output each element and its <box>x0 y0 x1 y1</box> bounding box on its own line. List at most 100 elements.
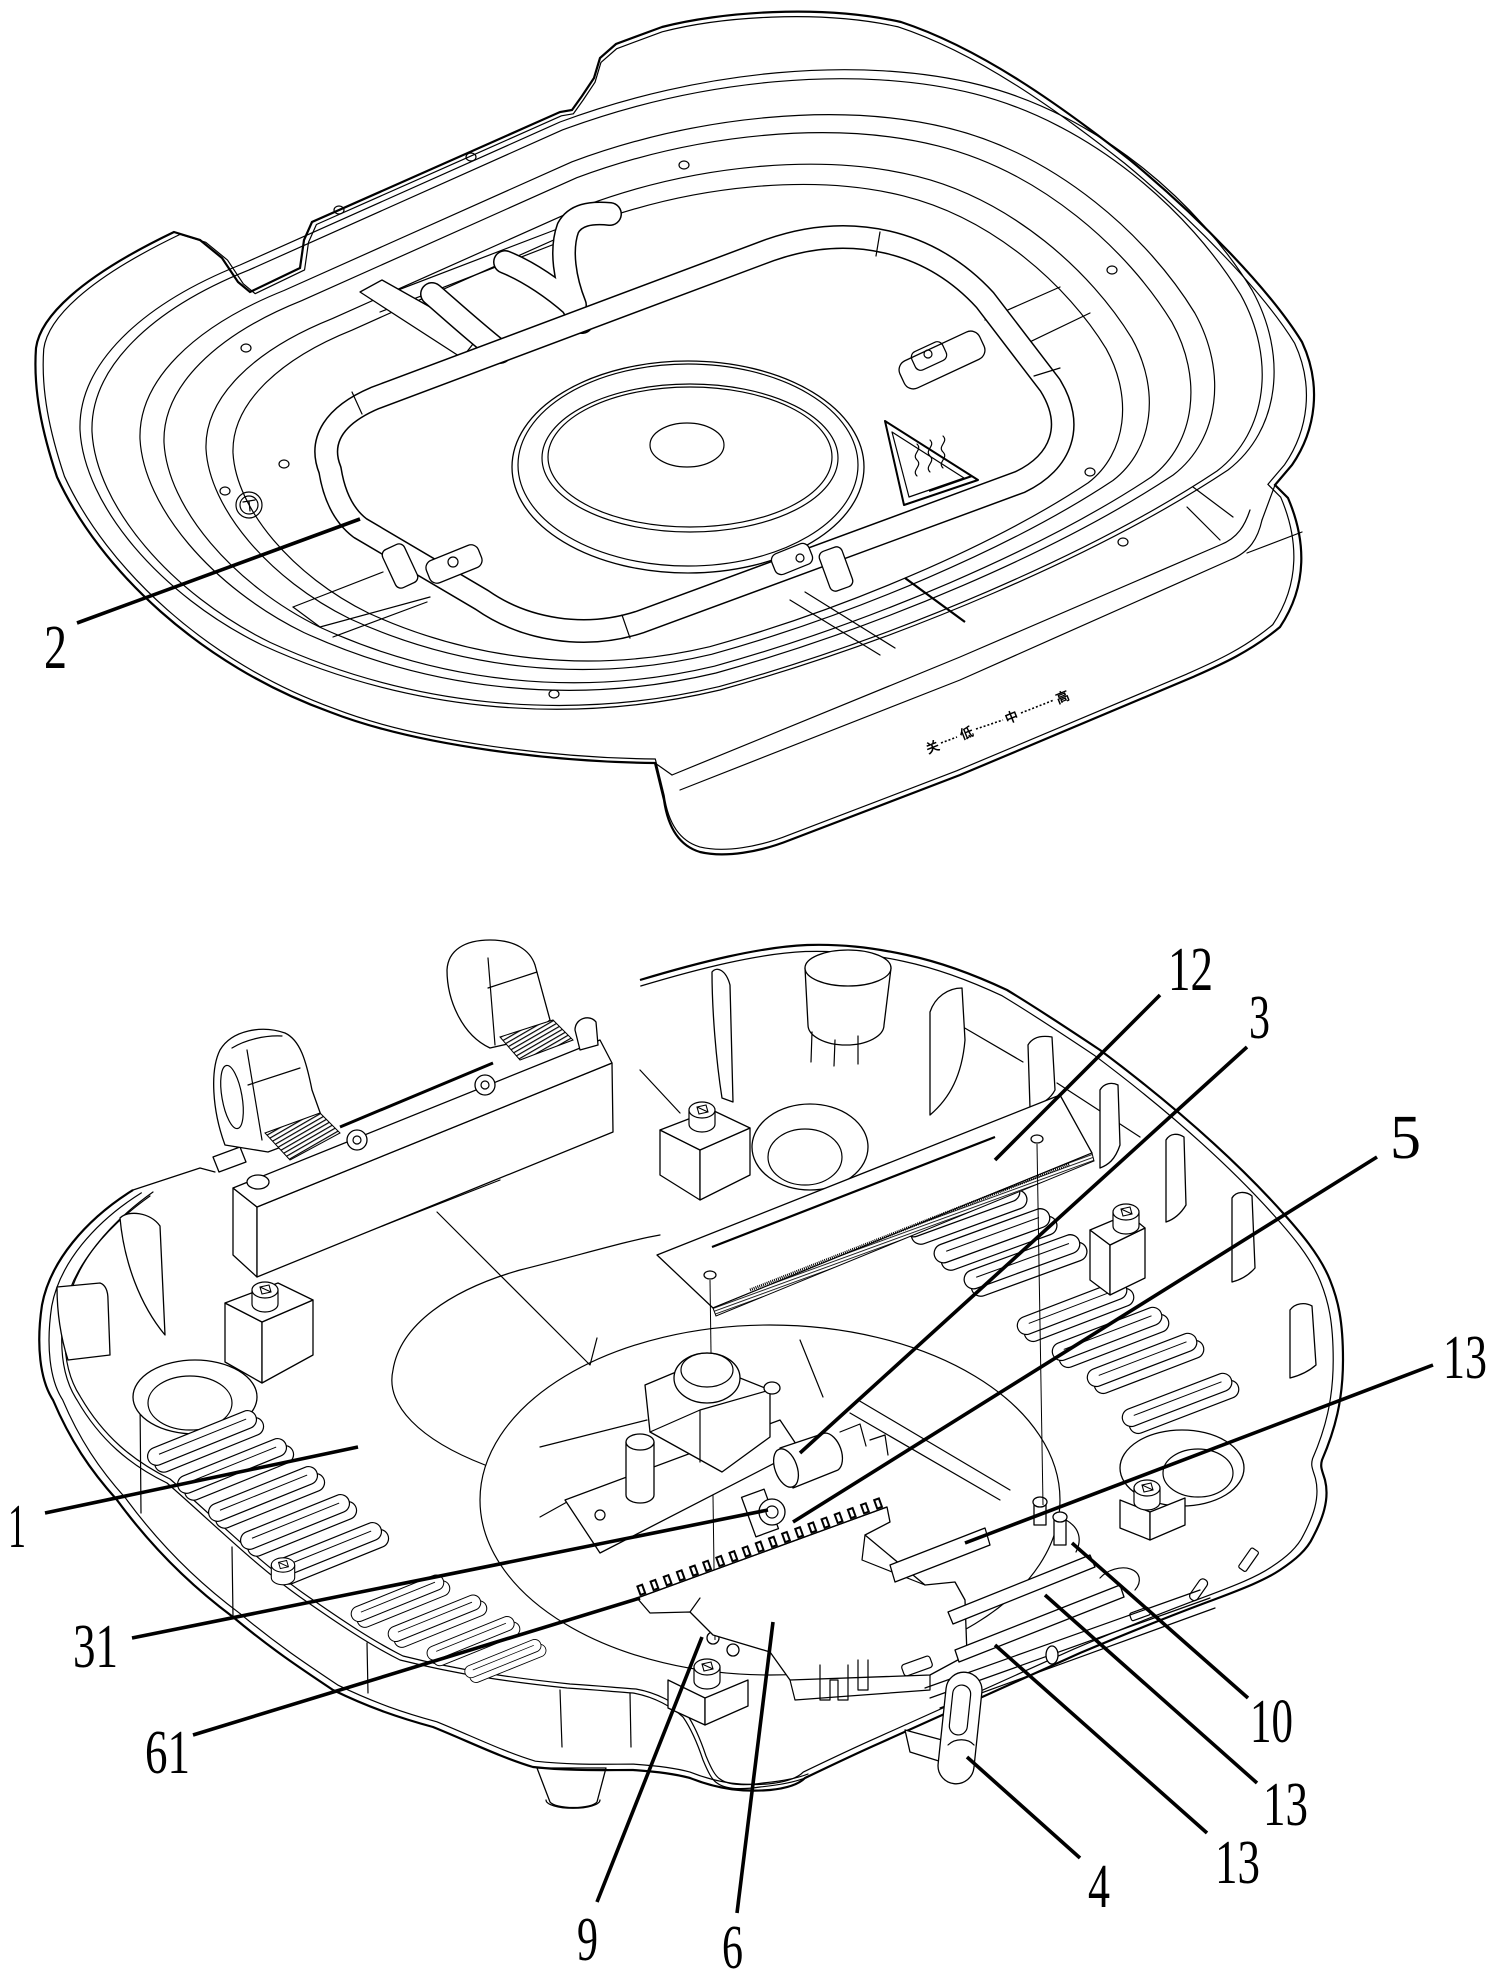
lid-frame-rails <box>292 227 1091 656</box>
boss-pins <box>810 1031 859 1067</box>
ring-edges <box>487 957 538 1046</box>
post-right-front <box>1119 1479 1186 1541</box>
wall-tab <box>1165 1133 1187 1223</box>
callout-2: 2 <box>44 614 67 682</box>
center-disc <box>511 360 865 574</box>
bar-screw-center <box>352 1135 362 1145</box>
floor-plate-notch <box>436 1211 598 1366</box>
callout-31: 31 <box>73 1613 118 1681</box>
slider-clip <box>857 1659 869 1691</box>
scale-high: 高 <box>1054 688 1072 708</box>
bar-screw <box>246 1174 270 1190</box>
handle-top-edge-inner <box>671 509 1251 776</box>
screw-posts <box>224 1101 1186 1726</box>
hole <box>678 160 690 170</box>
recess-back <box>751 1103 869 1191</box>
screw-head <box>239 495 259 515</box>
leader-line-6 <box>735 1621 775 1914</box>
hole <box>1117 537 1129 547</box>
rail-bar <box>954 1584 1125 1663</box>
foot-body <box>536 1767 607 1809</box>
leader-line-13-top <box>964 1363 1434 1545</box>
callout-6: 6 <box>722 1914 743 1977</box>
rail-groove <box>904 577 966 623</box>
hole <box>1106 265 1118 275</box>
callout-3: 3 <box>1249 984 1270 1052</box>
leader-line-10 <box>1070 1541 1250 1700</box>
callout-12: 12 <box>1168 936 1213 1004</box>
hole <box>548 689 560 699</box>
leader-line-2 <box>76 517 361 625</box>
slider-slot <box>901 1655 933 1677</box>
wall-division <box>629 1692 632 1748</box>
loop-body <box>937 1671 983 1785</box>
bar-bracket <box>212 1146 247 1173</box>
foot <box>536 1767 607 1809</box>
handle-ring-right <box>446 939 551 1049</box>
wall-division <box>366 1642 369 1694</box>
rail-line <box>804 591 896 649</box>
axis-line <box>1036 1143 1044 1506</box>
boss-top <box>804 949 892 987</box>
board-edge-hatched <box>712 1152 1095 1317</box>
board-pad-strip <box>749 1162 1071 1292</box>
hole <box>219 486 231 496</box>
screw-icon <box>251 1281 279 1313</box>
board-hole <box>703 1270 717 1280</box>
screw-mark <box>242 499 256 512</box>
wall-tab <box>1099 1082 1121 1169</box>
slider-clip <box>819 1664 849 1701</box>
heat-waves-icon <box>914 435 946 477</box>
tube-riser <box>553 202 621 316</box>
rear-handle-bar <box>212 939 614 1278</box>
wall-division <box>559 1689 563 1748</box>
rail-pin <box>1045 1645 1059 1665</box>
post-face <box>704 1679 749 1726</box>
post-center-back <box>659 1101 751 1201</box>
foot-recesses <box>132 1103 1245 1507</box>
part-10-posts <box>1032 1496 1080 1553</box>
post-10 <box>1053 1517 1067 1546</box>
callout-1: 1 <box>8 1493 26 1561</box>
disc-outer-lip <box>517 363 859 567</box>
boss-body <box>804 967 892 1046</box>
hole <box>465 152 477 162</box>
hole <box>240 343 252 353</box>
screw-icon <box>270 1557 296 1586</box>
rail-line <box>292 596 431 628</box>
hole <box>278 459 290 469</box>
plate-post <box>625 1441 655 1504</box>
base-view: 12 3 5 13 1 31 61 10 13 13 4 9 6 <box>8 936 1487 1977</box>
disc-ring <box>541 383 839 533</box>
base-callout-leaders <box>44 993 1434 1914</box>
wall-slot <box>1188 1578 1209 1602</box>
leader-line-13-mid <box>1043 1593 1259 1785</box>
tube-clip-left <box>381 543 419 589</box>
recess-back-inner <box>767 1128 843 1186</box>
tube-clip-right <box>818 546 854 592</box>
rail-line <box>789 599 881 656</box>
handle-top-edge <box>679 519 1263 791</box>
rail-line <box>332 601 428 638</box>
lid-view: 关 低 中 高 2 <box>34 10 1316 856</box>
board-hole <box>1030 1134 1044 1144</box>
post-face <box>1149 1497 1186 1541</box>
loop-slot <box>948 1684 972 1736</box>
back-boss-with-pins <box>804 949 892 1067</box>
leader-line-1 <box>44 1445 359 1515</box>
bracket-screw <box>447 556 459 568</box>
hole <box>1084 467 1096 477</box>
clip-bracket-back <box>898 330 986 390</box>
base-back-rim-left <box>132 1167 216 1191</box>
inner-wall-corner-lines <box>639 1026 1141 1138</box>
screw-icon <box>688 1101 716 1133</box>
base-callouts: 12 3 5 13 1 31 61 10 13 13 4 9 6 <box>8 936 1487 1977</box>
disc-center-hole <box>649 422 725 468</box>
pcb-board-12 <box>656 1094 1095 1317</box>
heating-tube-2 <box>326 201 1062 638</box>
post-10-top <box>1032 1496 1048 1508</box>
hole <box>333 205 345 215</box>
post-right-back <box>1089 1203 1146 1296</box>
tube-clips <box>381 330 986 592</box>
screw-icon <box>1112 1203 1140 1235</box>
